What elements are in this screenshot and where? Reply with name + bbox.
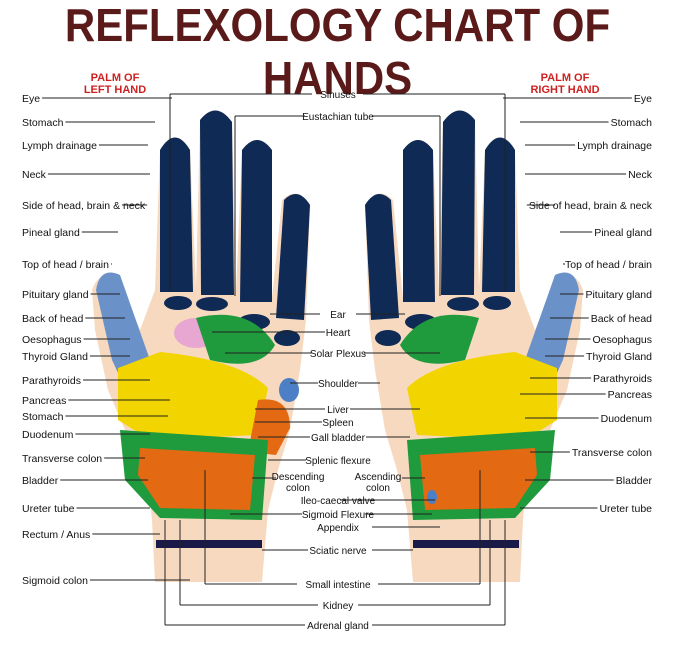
- center-label-18: Small intestine: [305, 580, 370, 591]
- left-label-0: Eye: [22, 93, 40, 105]
- right-label-0: Eye: [634, 93, 652, 105]
- right-label-16: Ureter tube: [599, 503, 652, 515]
- center-label-4: Solar Plexus: [310, 349, 366, 360]
- center-label-0: Sinuses: [320, 90, 356, 101]
- center-label-1: Eustachian tube: [302, 112, 374, 123]
- center-label-14: Ileo-caecal valve: [301, 496, 376, 507]
- left-label-13: Stomach: [22, 411, 64, 423]
- center-label-12: Ascending: [355, 472, 402, 483]
- right-label-2: Lymph drainage: [577, 140, 652, 152]
- right-knuckle-4: [375, 330, 401, 346]
- right-label-5: Pineal gland: [594, 227, 652, 239]
- left-hand: [92, 110, 310, 582]
- center-label-8: Gall bladder: [311, 433, 366, 444]
- right-label-3: Neck: [628, 169, 653, 181]
- left-small-intestine-zone: [138, 448, 255, 510]
- left-label-12: Pancreas: [22, 395, 66, 407]
- right-ring-finger: [403, 140, 435, 302]
- right-liver-zone: [407, 352, 557, 440]
- right-hand: [365, 110, 583, 582]
- right-label-4: Side of head, brain & neck: [529, 200, 653, 212]
- left-label-10: Thyroid Gland: [22, 351, 88, 363]
- center-label-7: Spleen: [322, 418, 353, 429]
- left-stomach-zone: [118, 352, 268, 440]
- right-label-13: Duodenum: [601, 413, 653, 425]
- left-sciatic-band: [156, 540, 262, 548]
- left-middle-finger: [200, 110, 234, 295]
- right-knuckle-1: [483, 296, 511, 310]
- palm-left-line-2: LEFT HAND: [83, 84, 147, 96]
- right-label-15: Bladder: [616, 475, 653, 487]
- palm-left-heading: PALM OF LEFT HAND: [70, 72, 160, 96]
- right-label-1: Stomach: [611, 117, 653, 129]
- left-shoulder-zone: [279, 378, 299, 402]
- right-lung-zone: [400, 314, 479, 364]
- right-label-8: Back of head: [591, 313, 652, 325]
- left-label-3: Neck: [22, 169, 47, 181]
- left-label-15: Transverse colon: [22, 453, 102, 465]
- left-label-5: Pineal gland: [22, 227, 80, 239]
- center-label-6: Liver: [327, 405, 349, 416]
- right-little-finger: [365, 194, 399, 320]
- left-knuckle-4: [274, 330, 300, 346]
- right-label-9: Oesophagus: [592, 334, 652, 346]
- left-knuckle-2: [196, 297, 228, 311]
- left-label-4: Side of head, brain & neck: [22, 200, 146, 212]
- left-label-9: Oesophagus: [22, 334, 82, 346]
- chart-title: REFLEXOLOGY CHART OF HANDS: [64, 0, 611, 104]
- left-label-1: Stomach: [22, 117, 64, 129]
- right-label-7: Pituitary gland: [585, 289, 652, 301]
- right-label-10: Thyroid Gland: [586, 351, 652, 363]
- center-label-11: colon: [286, 483, 310, 494]
- right-knuckle-2: [447, 297, 479, 311]
- palm-left-line-1: PALM OF: [90, 72, 140, 84]
- left-label-2: Lymph drainage: [22, 140, 97, 152]
- center-label-5: Shoulder: [318, 379, 359, 390]
- right-middle-finger: [441, 110, 475, 295]
- left-knuckle-1: [164, 296, 192, 310]
- center-label-13: colon: [366, 483, 390, 494]
- left-label-16: Bladder: [22, 475, 59, 487]
- right-label-14: Transverse colon: [572, 447, 652, 459]
- left-label-17: Ureter tube: [22, 503, 75, 515]
- center-label-3: Heart: [326, 328, 351, 339]
- left-label-8: Back of head: [22, 313, 83, 325]
- center-label-10: Descending: [272, 472, 325, 483]
- left-label-14: Duodenum: [22, 429, 74, 441]
- palm-right-heading: PALM OF RIGHT HAND: [520, 72, 610, 96]
- left-label-11: Parathyroids: [22, 375, 81, 387]
- center-label-19: Kidney: [323, 601, 354, 612]
- right-label-12: Pancreas: [608, 389, 652, 401]
- center-label-15: Sigmoid Flexure: [302, 510, 375, 521]
- left-label-6: Top of head / brain: [22, 259, 109, 271]
- left-label-18: Rectum / Anus: [22, 529, 90, 541]
- left-lung-zone: [196, 314, 275, 364]
- center-label-20: Adrenal gland: [307, 621, 369, 632]
- left-label-19: Sigmoid colon: [22, 575, 88, 587]
- center-label-2: Ear: [330, 310, 346, 321]
- right-index-finger: [482, 137, 515, 292]
- left-index-finger: [160, 137, 193, 292]
- palm-right-line-2: RIGHT HAND: [530, 84, 600, 96]
- right-appendix-zone: [427, 490, 437, 504]
- right-label-6: Top of head / brain: [565, 259, 652, 271]
- left-little-finger: [276, 194, 310, 320]
- left-ring-finger: [240, 140, 272, 302]
- center-label-9: Splenic flexure: [305, 456, 371, 467]
- palm-right-line-1: PALM OF: [540, 72, 590, 84]
- center-label-16: Appendix: [317, 523, 359, 534]
- right-label-11: Parathyroids: [593, 373, 652, 385]
- left-label-7: Pituitary gland: [22, 289, 89, 301]
- center-label-17: Sciatic nerve: [309, 546, 367, 557]
- right-sciatic-band: [413, 540, 519, 548]
- right-small-intestine-zone: [420, 448, 537, 510]
